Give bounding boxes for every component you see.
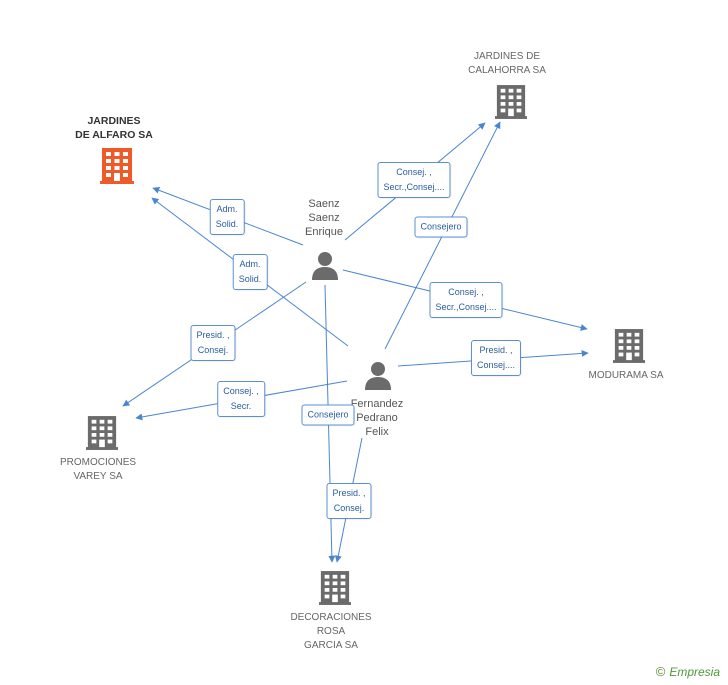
edge-label-fernandez-decoraciones[interactable]: Presid. , Consej.: [326, 483, 372, 519]
node-label-decoraciones-rosa[interactable]: DECORACIONES ROSA GARCIA SA: [290, 612, 372, 651]
building-icon[interactable]: [495, 85, 527, 124]
building-icon[interactable]: [86, 416, 118, 455]
node-label-promociones-varey[interactable]: PROMOCIONES VAREY SA: [59, 457, 137, 482]
edge-label-saenz-alfaro[interactable]: Adm. Solid.: [209, 199, 245, 235]
copyright-symbol: ©: [655, 664, 666, 679]
building-icon[interactable]: [319, 571, 351, 610]
edge-label-saenz-modurama[interactable]: Consej. , Secr.,Consej....: [429, 282, 503, 318]
node-label-modurama[interactable]: MODURAMA SA: [588, 370, 664, 381]
brand-name: Empresia: [669, 665, 720, 679]
edge-label-fernandez-promociones[interactable]: Consej. , Secr.: [217, 381, 265, 417]
person-icon[interactable]: [364, 360, 392, 395]
edge-label-fernandez-calahorra[interactable]: Consejero: [414, 216, 468, 238]
node-label-jardines-alfaro[interactable]: JARDINES DE ALFARO SA: [75, 115, 153, 141]
person-icon[interactable]: [311, 250, 339, 285]
edge-label-fernandez-modurama[interactable]: Presid. , Consej....: [470, 340, 522, 376]
edge-label-fernandez-alfaro[interactable]: Adm. Solid.: [232, 254, 268, 290]
node-label-saenz[interactable]: Saenz Saenz Enrique: [305, 198, 343, 238]
edge-label-saenz-decoraciones[interactable]: Consejero: [301, 404, 355, 426]
edge-label-saenz-calahorra[interactable]: Consej. , Secr.,Consej....: [377, 162, 451, 198]
edge-label-saenz-promociones[interactable]: Presid. , Consej.: [190, 325, 236, 361]
building-icon[interactable]: [613, 329, 645, 368]
node-label-fernandez[interactable]: Fernandez Pedrano Felix: [350, 398, 404, 438]
node-label-jardines-calahorra[interactable]: JARDINES DE CALAHORRA SA: [468, 51, 546, 76]
empresia-logo: ©Empresia: [656, 664, 720, 679]
building-icon[interactable]: [100, 148, 134, 189]
